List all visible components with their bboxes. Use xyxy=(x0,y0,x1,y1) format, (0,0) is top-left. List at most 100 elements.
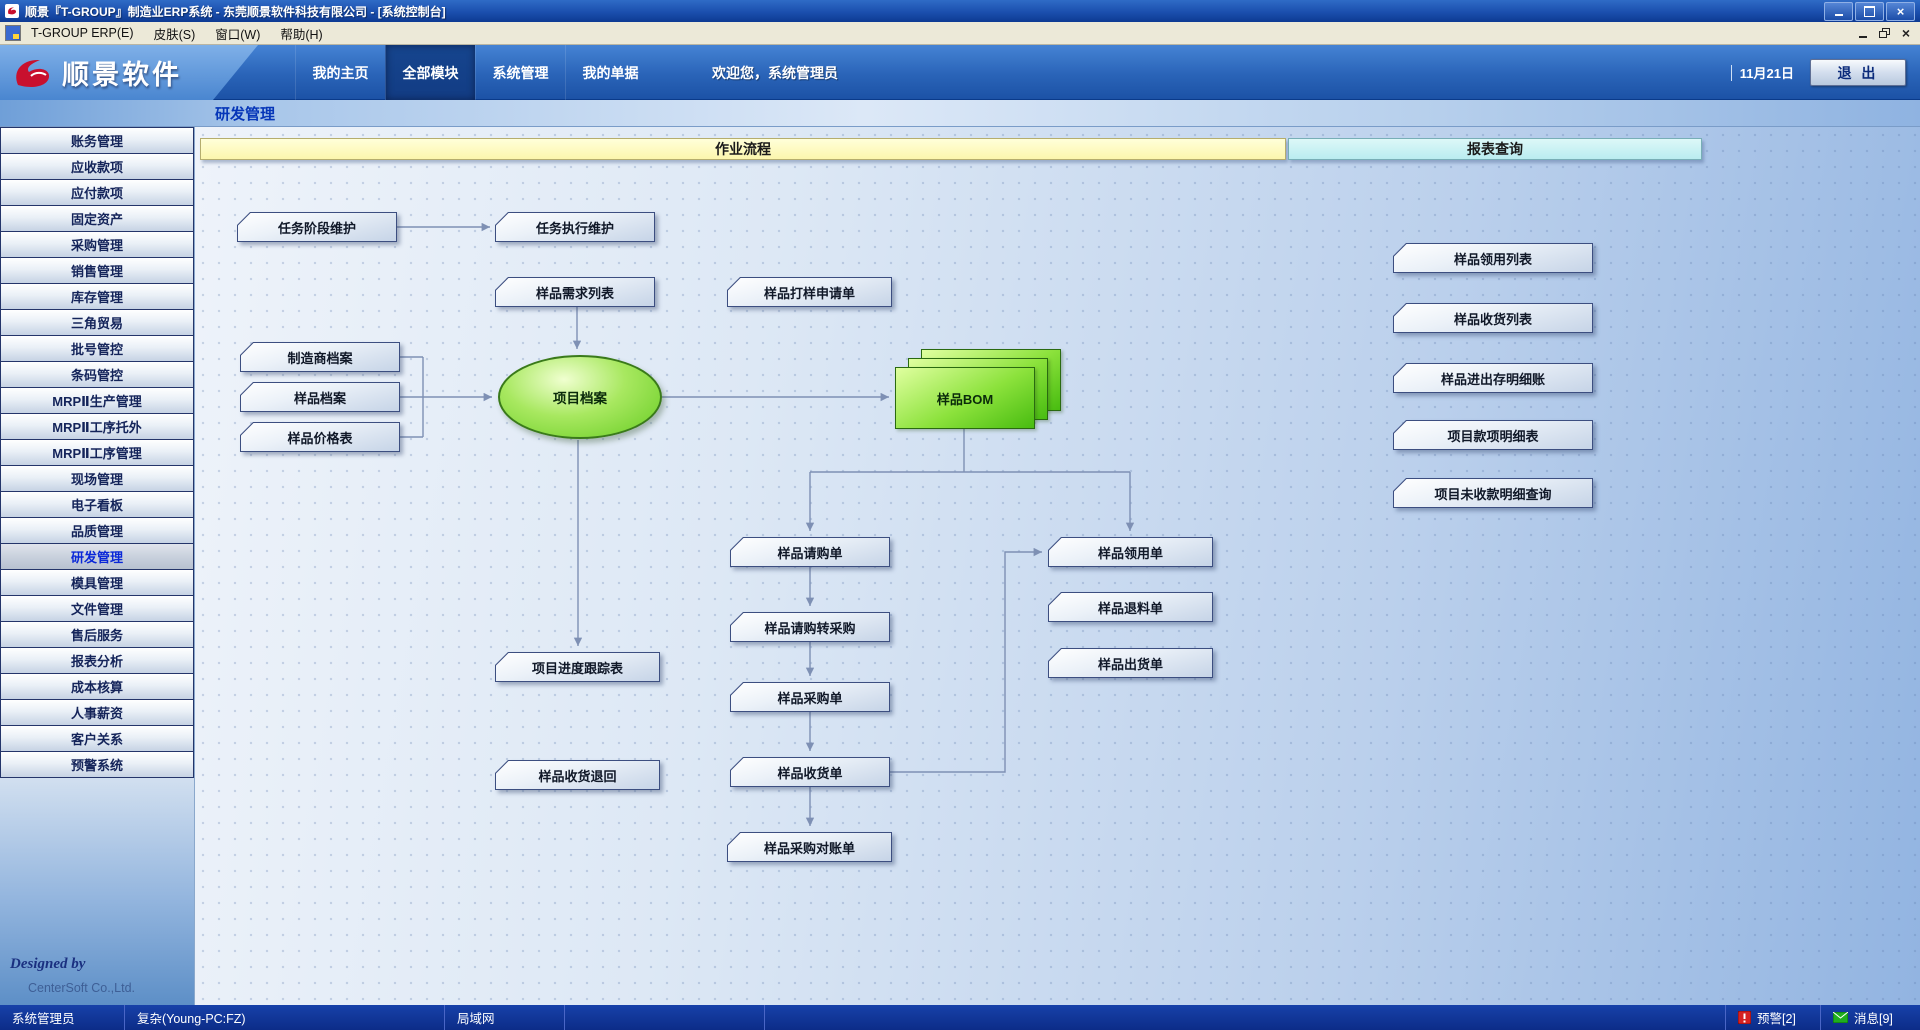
sidebar-item-mrp2-process[interactable]: MRPⅡ工序管理 xyxy=(0,439,194,466)
report-node-unreceived-detail[interactable]: 项目未收款明细查询 xyxy=(1393,478,1593,508)
status-empty-cell xyxy=(565,1005,765,1030)
company-text: CenterSoft Co.,Ltd. xyxy=(28,981,136,995)
flow-node-task-stage-maintenance[interactable]: 任务阶段维护 xyxy=(237,212,397,242)
sidebar-item-shopfloor[interactable]: 现场管理 xyxy=(0,465,194,492)
flow-node-label: 样品档案 xyxy=(241,383,399,411)
flow-node-request-to-purchase[interactable]: 样品请购转采购 xyxy=(730,612,890,642)
flow-node-project-progress-track[interactable]: 项目进度跟踪表 xyxy=(495,652,660,682)
flow-node-sample-shipment[interactable]: 样品出货单 xyxy=(1048,648,1213,678)
report-node-receipt-list[interactable]: 样品收货列表 xyxy=(1393,303,1593,333)
flow-node-receipt-return[interactable]: 样品收货退回 xyxy=(495,760,660,790)
alerts-label: 预警[2] xyxy=(1757,1012,1796,1026)
sidebar-item-costing[interactable]: 成本核算 xyxy=(0,673,194,700)
sidebar-item-triangle-trade[interactable]: 三角贸易 xyxy=(0,309,194,336)
sidebar-item-barcode-control[interactable]: 条码管控 xyxy=(0,361,194,388)
flow-node-label: 样品收货退回 xyxy=(496,761,659,789)
flow-node-label: 样品请购转采购 xyxy=(731,613,889,641)
flow-node-sample-purchase-order[interactable]: 样品采购单 xyxy=(730,682,890,712)
logo-icon xyxy=(16,59,50,87)
designed-by-text: Designed by xyxy=(10,956,86,972)
report-node-payment-detail[interactable]: 项目款项明细表 xyxy=(1393,420,1593,450)
menu-help[interactable]: 帮助(H) xyxy=(280,27,323,42)
date-display: 11月21日 xyxy=(1730,63,1794,82)
flow-node-label: 制造商档案 xyxy=(241,343,399,371)
report-node-issue-list[interactable]: 样品领用列表 xyxy=(1393,243,1593,273)
tab-all-modules[interactable]: 全部模块 xyxy=(385,45,475,100)
status-alerts[interactable]: 预警[2] xyxy=(1725,1005,1820,1030)
sidebar-item-purchasing[interactable]: 采购管理 xyxy=(0,231,194,258)
tab-my-documents[interactable]: 我的单据 xyxy=(565,45,655,100)
menu-tgroup-erp[interactable]: T-GROUP ERP(E) xyxy=(31,26,134,40)
page-title: 研发管理 xyxy=(215,105,276,123)
flow-node-sample-price-list[interactable]: 样品价格表 xyxy=(240,422,400,452)
sidebar-item-e-kanban[interactable]: 电子看板 xyxy=(0,491,194,518)
message-icon xyxy=(1833,1012,1848,1023)
sidebar-item-mrp2-outsourcing[interactable]: MRPⅡ工序托外 xyxy=(0,413,194,440)
sidebar-item-sales[interactable]: 销售管理 xyxy=(0,257,194,284)
sidebar-item-rnd-management[interactable]: 研发管理 xyxy=(0,543,194,570)
sidebar-item-accounting[interactable]: 账务管理 xyxy=(0,127,194,154)
sidebar-item-hr-payroll[interactable]: 人事薪资 xyxy=(0,699,194,726)
bom-stack-front: 样品BOM xyxy=(895,367,1035,429)
header-band: 顺景软件 我的主页 全部模块 系统管理 我的单据 欢迎您，系统管理员 11月21… xyxy=(0,45,1920,100)
menu-bar: T-GROUP ERP(E) 皮肤(S) 窗口(W) 帮助(H) × xyxy=(0,22,1920,45)
flow-node-label: 项目未收款明细查询 xyxy=(1394,479,1592,507)
status-spacer xyxy=(765,1005,1725,1030)
flow-node-label: 样品出货单 xyxy=(1049,649,1212,677)
flow-node-label: 任务阶段维护 xyxy=(238,213,396,241)
status-host: 复杂(Young-PC:FZ) xyxy=(125,1005,445,1030)
maximize-icon[interactable] xyxy=(1855,1,1884,21)
flow-node-sample-request[interactable]: 样品请购单 xyxy=(730,537,890,567)
tab-my-home[interactable]: 我的主页 xyxy=(295,45,385,100)
flow-node-sample-archive[interactable]: 样品档案 xyxy=(240,382,400,412)
sidebar-item-payables[interactable]: 应付款项 xyxy=(0,179,194,206)
sidebar-item-report-analysis[interactable]: 报表分析 xyxy=(0,647,194,674)
sidebar-item-after-sales[interactable]: 售后服务 xyxy=(0,621,194,648)
module-sidebar: 账务管理 应收款项 应付款项 固定资产 采购管理 销售管理 库存管理 三角贸易 … xyxy=(0,127,195,1005)
flow-node-sample-proof-request[interactable]: 样品打样申请单 xyxy=(727,277,892,307)
flow-node-project-archive[interactable]: 项目档案 xyxy=(498,355,662,439)
sidebar-item-crm[interactable]: 客户关系 xyxy=(0,725,194,752)
title-bar: 顺景『T-GROUP』制造业ERP系统 - 东莞顺景软件科技有限公司 - [系统… xyxy=(0,0,1920,22)
header-right: 11月21日 退 出 xyxy=(1730,45,1906,100)
sidebar-item-alert-system[interactable]: 预警系统 xyxy=(0,751,194,778)
main-nav: 我的主页 全部模块 系统管理 我的单据 xyxy=(295,45,655,100)
sidebar-item-mrp2-production[interactable]: MRPⅡ生产管理 xyxy=(0,387,194,414)
status-messages[interactable]: 消息[9] xyxy=(1820,1005,1920,1030)
sidebar-item-batch-control[interactable]: 批号管控 xyxy=(0,335,194,362)
flow-node-label: 样品领用列表 xyxy=(1394,244,1592,272)
flow-node-label: 样品价格表 xyxy=(241,423,399,451)
sidebar-item-inventory[interactable]: 库存管理 xyxy=(0,283,194,310)
tab-system-admin[interactable]: 系统管理 xyxy=(475,45,565,100)
window-controls: × xyxy=(1824,1,1915,21)
minimize-icon[interactable] xyxy=(1824,1,1853,21)
menu-window[interactable]: 窗口(W) xyxy=(215,27,261,42)
flow-node-label: 样品请购单 xyxy=(731,538,889,566)
flow-node-purchase-reconciliation[interactable]: 样品采购对账单 xyxy=(727,832,892,862)
alert-icon xyxy=(1738,1011,1751,1024)
sidebar-item-fixed-assets[interactable]: 固定资产 xyxy=(0,205,194,232)
sidebar-item-quality[interactable]: 品质管理 xyxy=(0,517,194,544)
flow-node-sample-demand-list[interactable]: 样品需求列表 xyxy=(495,277,655,307)
close-icon[interactable]: × xyxy=(1886,1,1915,21)
flow-node-sample-bom[interactable]: 样品BOM xyxy=(895,349,1063,431)
sidebar-item-document[interactable]: 文件管理 xyxy=(0,595,194,622)
date-separator xyxy=(1730,64,1732,81)
app-icon xyxy=(5,4,19,18)
flow-node-manufacturer-archive[interactable]: 制造商档案 xyxy=(240,342,400,372)
flow-node-label: 样品进出存明细账 xyxy=(1394,364,1592,392)
mdi-minimize-icon[interactable] xyxy=(1858,36,1867,38)
mdi-restore-icon[interactable] xyxy=(1878,28,1890,38)
flow-node-sample-return[interactable]: 样品退料单 xyxy=(1048,592,1213,622)
flow-node-sample-receipt[interactable]: 样品收货单 xyxy=(730,757,890,787)
sidebar-item-receivables[interactable]: 应收款项 xyxy=(0,153,194,180)
menu-skin[interactable]: 皮肤(S) xyxy=(153,27,196,42)
sidebar-item-mold[interactable]: 模具管理 xyxy=(0,569,194,596)
flow-node-task-exec-maintenance[interactable]: 任务执行维护 xyxy=(495,212,655,242)
flow-node-label: 样品收货单 xyxy=(731,758,889,786)
report-node-inout-ledger[interactable]: 样品进出存明细账 xyxy=(1393,363,1593,393)
flow-node-sample-issue[interactable]: 样品领用单 xyxy=(1048,537,1213,567)
mdi-close-icon[interactable]: × xyxy=(1901,25,1910,41)
exit-button[interactable]: 退 出 xyxy=(1810,59,1906,86)
